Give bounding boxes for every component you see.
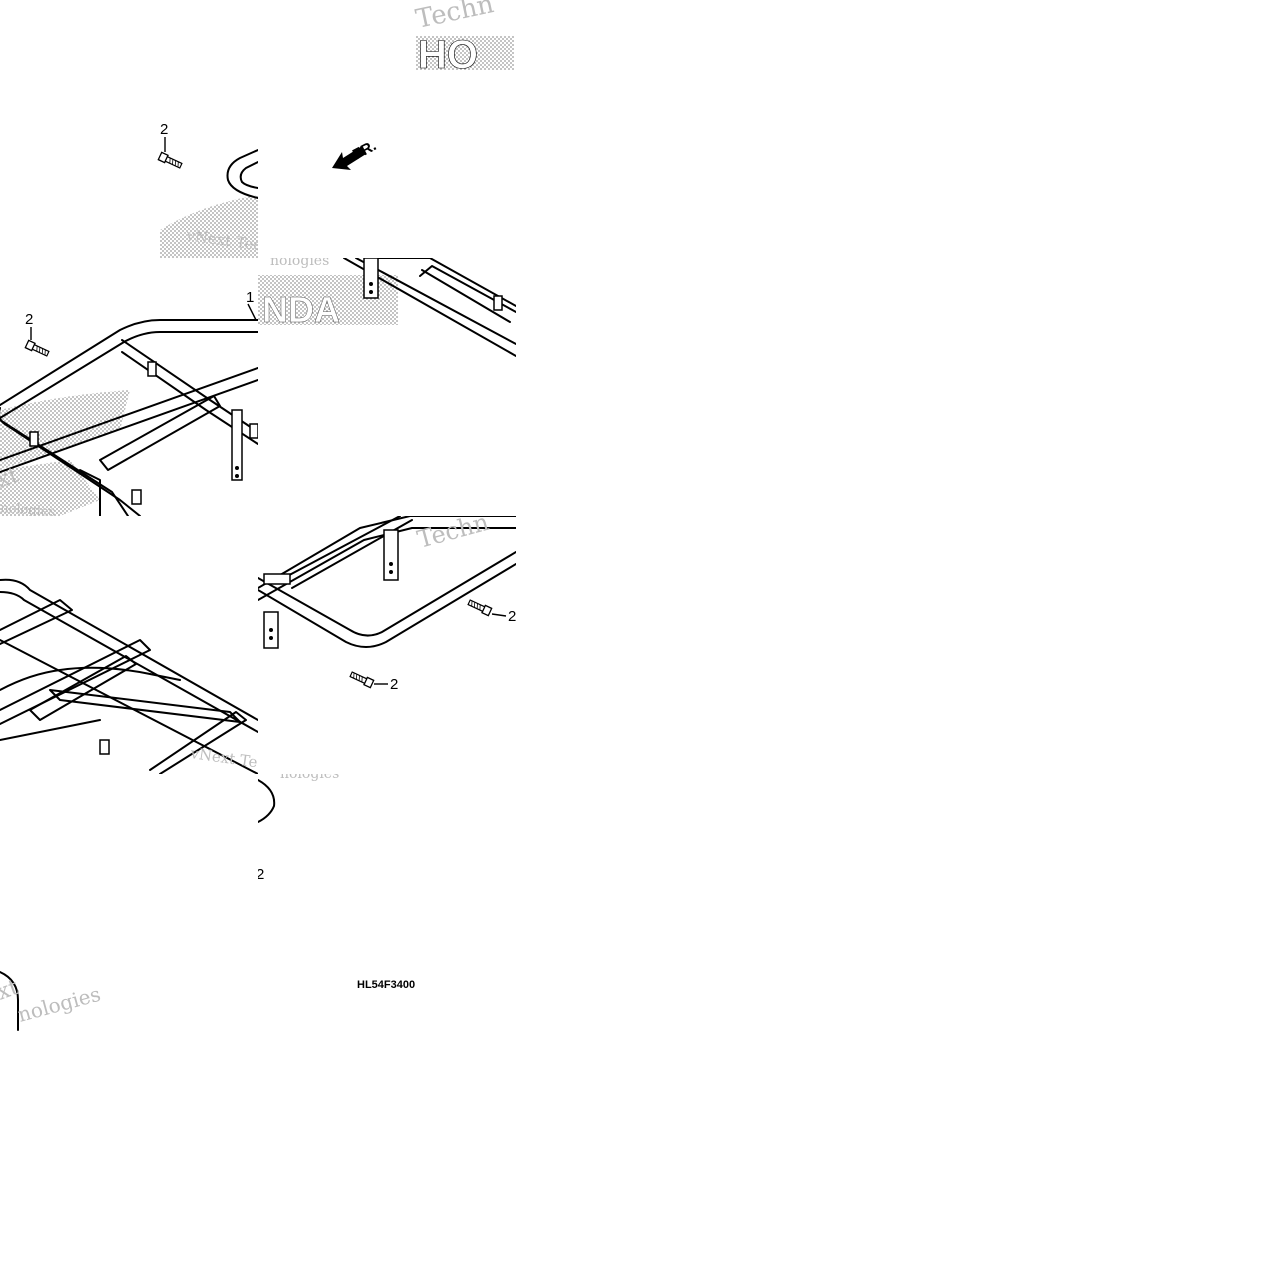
- flange-bolt: [24, 339, 51, 358]
- watermark-text: nologies: [0, 501, 56, 520]
- watermark-text: nologies: [270, 253, 329, 269]
- callout-2: 2: [160, 121, 168, 138]
- drawing-code: HL54F3400: [357, 979, 415, 991]
- tile-d: nologies NDA: [258, 253, 516, 357]
- callout-2: 2: [25, 311, 33, 328]
- watermark-text: Techn: [413, 0, 497, 35]
- tile-a: vNext Tec 2: [157, 121, 258, 258]
- tile-e: vNext Tec: [0, 578, 267, 774]
- tile-b: FR.: [332, 137, 379, 170]
- callout-2: 2: [390, 676, 398, 693]
- watermark-text: nologies: [15, 982, 103, 1027]
- flange-bolt: [466, 598, 493, 617]
- watermark-text: nologies: [280, 766, 339, 782]
- tile-g: xt nologies: [0, 971, 103, 1031]
- flange-bolt: [348, 670, 375, 689]
- tile-f: Techn 2 2: [258, 508, 516, 693]
- flange-bolt: [157, 151, 184, 170]
- callout-2: 2: [256, 866, 264, 883]
- watermark-top-right: Techn HO: [413, 0, 514, 77]
- watermark-logo: NDA: [262, 289, 340, 330]
- watermark-text: Techn: [414, 508, 491, 554]
- watermark-logo: HO: [418, 33, 478, 77]
- callout-2: 2: [508, 608, 516, 625]
- callout-1: 1: [246, 289, 254, 306]
- watermark-text: vNext Tec: [188, 744, 267, 773]
- front-direction-arrow-icon: [332, 146, 366, 170]
- tile-c: xt nologies 1 2: [0, 289, 258, 520]
- tile-h: nologies 2 HL54F3400: [256, 766, 415, 991]
